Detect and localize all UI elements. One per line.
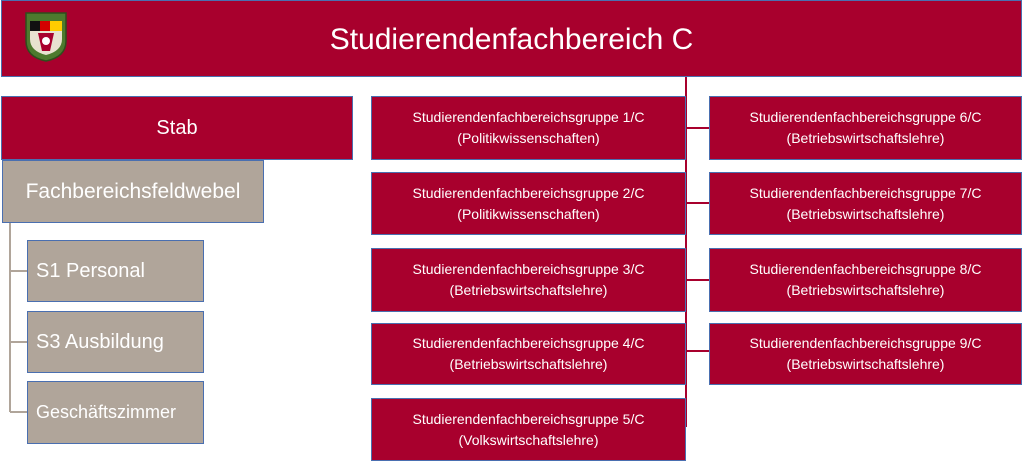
group-1-box: Studierendenfachbereichsgruppe 1/C (Poli… [371,96,686,160]
group-8-box: Studierendenfachbereichsgruppe 8/C (Betr… [709,248,1022,312]
section-geschaeftszimmer-label: Geschäftszimmer [36,402,177,422]
section-s3-box: S3 Ausbildung [27,311,204,373]
group-5-subject: (Volkswirtschaftslehre) [458,431,599,448]
group-8-name: Studierendenfachbereichsgruppe 8/C [749,261,982,277]
feldwebel-label: Fachbereichsfeldwebel [25,179,241,203]
group-9-subject: (Betriebswirtschaftslehre) [786,356,945,372]
group-8-subject: (Betriebswirtschaftslehre) [786,282,945,298]
group-3-box: Studierendenfachbereichsgruppe 3/C (Betr… [371,248,686,312]
group-9-name: Studierendenfachbereichsgruppe 9/C [749,335,982,351]
group-1-name: Studierendenfachbereichsgruppe 1/C [412,109,645,125]
group-2-box: Studierendenfachbereichsgruppe 2/C (Poli… [371,172,686,235]
section-geschaeftszimmer-box: Geschäftszimmer [27,381,204,444]
group-7-subject: (Betriebswirtschaftslehre) [786,205,945,222]
page-title: Studierendenfachbereich C [329,23,694,56]
stab-box: Stab [1,96,353,160]
group-3-name: Studierendenfachbereichsgruppe 3/C [412,261,645,277]
group-4-box: Studierendenfachbereichsgruppe 4/C (Betr… [371,323,686,385]
group-6-subject: (Betriebswirtschaftslehre) [786,130,945,146]
group-1-subject: (Politikwissenschaften) [457,130,600,146]
crest-icon [25,12,67,62]
section-s1-label: S1 Personal [36,259,145,282]
stab-label: Stab [156,116,198,139]
group-7-name: Studierendenfachbereichsgruppe 7/C [749,184,982,201]
group-3-subject: (Betriebswirtschaftslehre) [449,282,608,298]
group-5-name: Studierendenfachbereichsgruppe 5/C [412,410,645,427]
feldwebel-box: Fachbereichsfeldwebel [2,160,264,223]
group-5-box: Studierendenfachbereichsgruppe 5/C (Volk… [371,398,686,461]
group-9-box: Studierendenfachbereichsgruppe 9/C (Betr… [709,323,1022,385]
group-4-subject: (Betriebswirtschaftslehre) [449,356,608,372]
group-2-subject: (Politikwissenschaften) [457,205,600,222]
group-6-box: Studierendenfachbereichsgruppe 6/C (Betr… [709,96,1022,160]
section-s3-label: S3 Ausbildung [36,330,164,353]
group-6-name: Studierendenfachbereichsgruppe 6/C [749,109,982,125]
section-s1-box: S1 Personal [27,240,204,302]
header-bar: Studierendenfachbereich C [1,0,1022,77]
group-2-name: Studierendenfachbereichsgruppe 2/C [412,184,645,201]
group-7-box: Studierendenfachbereichsgruppe 7/C (Betr… [709,172,1022,235]
group-4-name: Studierendenfachbereichsgruppe 4/C [412,335,645,351]
